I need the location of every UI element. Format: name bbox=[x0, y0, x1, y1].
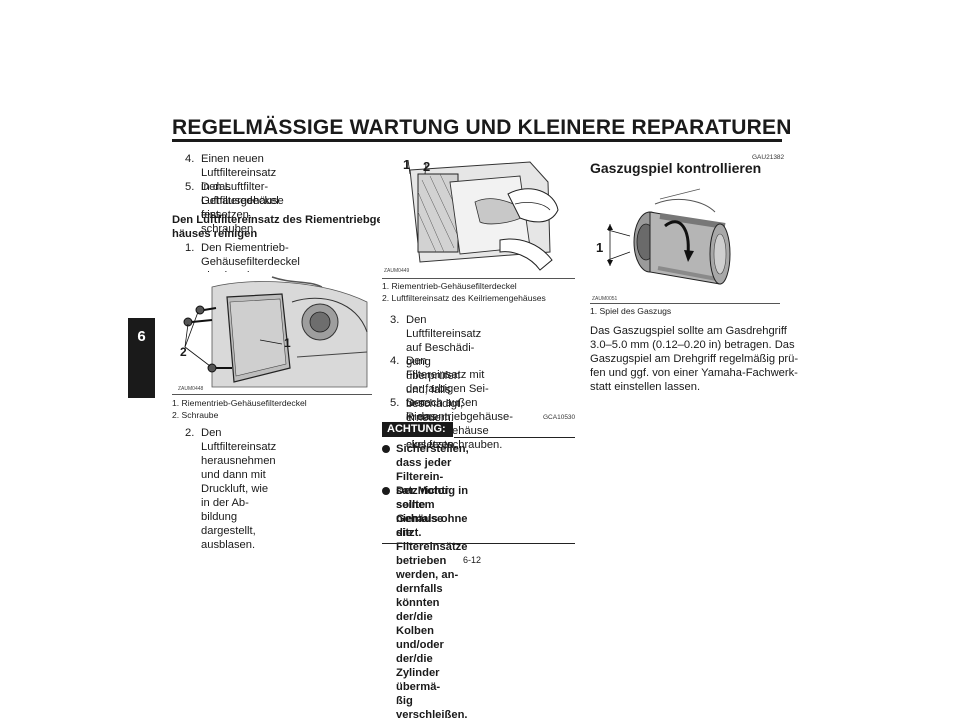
section-code: GAU21382 bbox=[752, 154, 785, 161]
heading-line: häuses reinigen bbox=[172, 228, 258, 240]
figure-caption: 1. Riementrieb-Gehäusefilterdeckel 2. Sc… bbox=[172, 397, 307, 421]
caption-line: 1. Riementrieb-Gehäusefilterdeckel bbox=[172, 398, 307, 408]
figure-code: ZAUM0051 bbox=[592, 296, 618, 302]
step-number: 4. bbox=[185, 153, 195, 165]
bullet-line: sitzt. bbox=[396, 527, 422, 539]
bullet-line: Sicherstellen, dass jeder Filterein- bbox=[396, 443, 469, 483]
figure-callout-1: 1 bbox=[596, 240, 604, 255]
step-line: schrauben. bbox=[201, 223, 257, 235]
paragraph-line: statt einstellen lassen. bbox=[590, 381, 701, 393]
caption-line: 2. Schraube bbox=[172, 410, 219, 420]
step-number: 1. bbox=[185, 242, 195, 254]
caption-line: 2. Luftfiltereinsatz des Keilriemengehäu… bbox=[382, 293, 546, 303]
bullet-icon bbox=[382, 445, 390, 453]
chapter-tab: 6 bbox=[128, 318, 155, 398]
paragraph: Das Gaszugspiel sollte am Gasdrehgriff 3… bbox=[590, 324, 798, 394]
paragraph-line: 3.0–5.0 mm (0.12–0.20 in) betragen. Das bbox=[590, 339, 795, 351]
step-line: Einen neuen Luftfiltereinsatz in das bbox=[201, 153, 277, 193]
screw-icon bbox=[183, 317, 213, 327]
step-line: einsetzen. bbox=[406, 439, 457, 451]
step-line: Den Filtereinsatz mit der farbigen Sei- bbox=[406, 355, 489, 395]
figure-callout-1: 1 bbox=[284, 336, 291, 350]
step-line: Luftfiltergehäuse einsetzen. bbox=[201, 195, 284, 221]
figure-throttle-grip bbox=[590, 184, 780, 302]
figure-code: ZAUM0449 bbox=[384, 268, 410, 274]
caution-code: GCA10530 bbox=[543, 414, 576, 421]
chapter-number: 6 bbox=[137, 328, 146, 345]
figure-code: ZAUM0448 bbox=[178, 386, 204, 392]
caption-rule bbox=[590, 303, 780, 304]
step-number: 5. bbox=[185, 181, 195, 193]
bullet-line: Filtereinsätze betrieben werden, an- bbox=[396, 541, 468, 581]
step-line: Den Luftfiltereinsatz auf Beschädi- bbox=[406, 314, 482, 354]
bullet-line: satz richtig in seinem Gehäuse bbox=[396, 485, 469, 525]
step-number: 5. bbox=[390, 397, 400, 409]
step-line: Den Luftfilter-Gehäusedeckel fest- bbox=[201, 181, 279, 221]
step-line: Den Riementrieb-Gehäusefilterdeckel bbox=[201, 242, 300, 268]
paragraph-line: fen und ggf. von einer Yamaha-Fachwerk- bbox=[590, 367, 798, 379]
section-heading: Gaszugspiel kontrollieren bbox=[590, 160, 762, 176]
section-heading: Den Luftfiltereinsatz des Riementriebge-… bbox=[172, 213, 386, 241]
figure-belt-cover bbox=[172, 272, 372, 392]
bullet-line: und/oder der/die Zylinder übermä- bbox=[396, 639, 444, 693]
caption-rule bbox=[382, 278, 575, 279]
figure-callout-1: 1 bbox=[403, 157, 411, 172]
figure-callout-2: 2 bbox=[423, 159, 431, 174]
paragraph-line: Das Gaszugspiel sollte am Gasdrehgriff bbox=[590, 325, 787, 337]
bullet-icon bbox=[382, 487, 390, 495]
figure-caption: 1. Riementrieb-Gehäusefilterdeckel 2. Lu… bbox=[382, 280, 546, 304]
bullet-line: dernfalls könnten der/die Kolben bbox=[396, 583, 443, 637]
step-line: bildung dargestellt, ausblasen. bbox=[201, 511, 256, 551]
step-line: und dann mit Druckluft, wie in der Ab- bbox=[201, 469, 269, 509]
step-number: 4. bbox=[390, 355, 400, 367]
caution-top-rule bbox=[454, 437, 575, 438]
page-number: 6-12 bbox=[463, 555, 482, 565]
figure-filter-element bbox=[380, 152, 575, 274]
bullet-line: ßig verschleißen. bbox=[396, 695, 468, 721]
caution-bottom-rule bbox=[382, 543, 575, 544]
heading-line: Den Luftfiltereinsatz des Riementriebge- bbox=[172, 214, 387, 226]
step-line: ckel festschrauben. bbox=[406, 439, 503, 451]
caution-badge: ACHTUNG: bbox=[382, 422, 453, 437]
figure-caption: 1. Spiel des Gaszugs bbox=[590, 305, 671, 317]
page-title: REGELMÄSSIGE WARTUNG UND KLEINERE REPARA… bbox=[172, 116, 792, 139]
caption-rule bbox=[172, 394, 372, 395]
title-rule bbox=[172, 139, 782, 142]
paragraph-line: Gaszugspiel am Drehgriff regelmäßig prü- bbox=[590, 353, 799, 365]
step-number: 3. bbox=[390, 314, 400, 326]
step-line: erneuern. bbox=[406, 412, 454, 424]
figure-callout-2: 2 bbox=[180, 345, 187, 359]
step-line: gung überprüfen und, falls beschädigt, bbox=[406, 356, 464, 410]
step-number: 2. bbox=[185, 427, 195, 439]
caption-line: 1. Riementrieb-Gehäusefilterdeckel bbox=[382, 281, 517, 291]
bullet-line: Der Motor sollte niemals ohne die bbox=[396, 485, 468, 539]
caption-line: 1. Spiel des Gaszugs bbox=[590, 306, 672, 316]
step-line: Den Luftfiltereinsatz herausnehmen bbox=[201, 427, 277, 467]
